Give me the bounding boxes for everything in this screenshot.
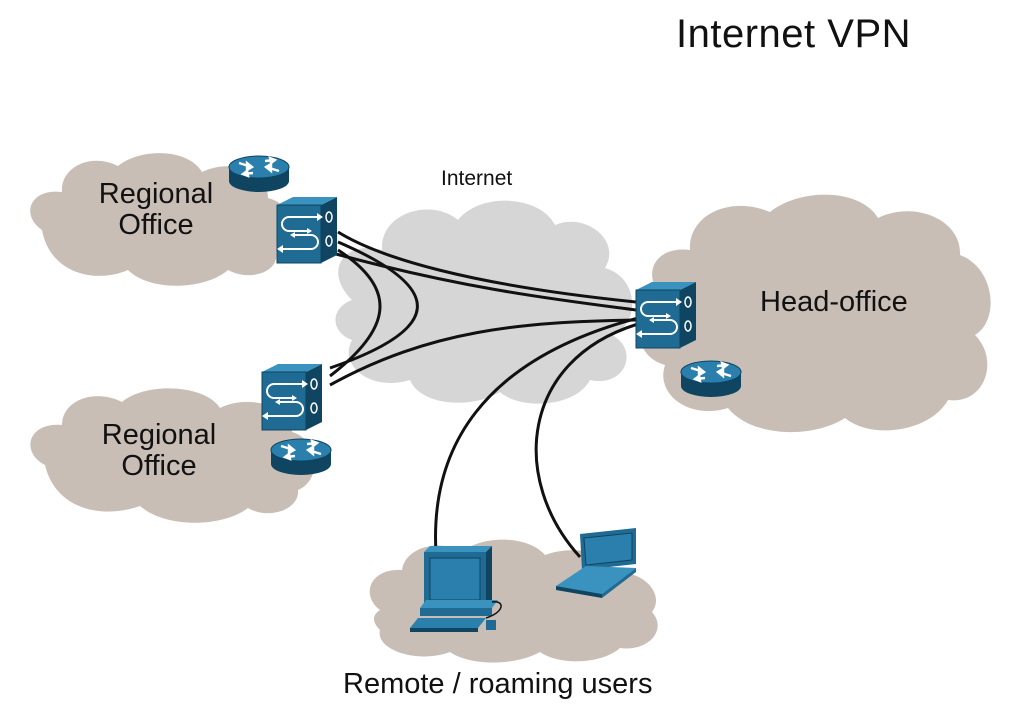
link-regional-top-outer xyxy=(337,230,637,304)
internet-cloud-icon xyxy=(335,200,633,404)
regional-office-bottom-label-line1: Regional xyxy=(101,419,217,451)
regional-office-bottom-label-line2: Office xyxy=(121,450,197,482)
regional-office-top-router-icon xyxy=(227,154,291,194)
link-regional-bottom-outer xyxy=(329,318,637,387)
remote-users-label: Remote / roaming users xyxy=(343,668,653,700)
regional-office-top-firewall-icon xyxy=(276,196,338,264)
regional-office-bottom-cloud-icon xyxy=(30,388,315,523)
regional-office-bottom-router-icon xyxy=(269,437,333,477)
regional-office-top-cloud-icon xyxy=(30,153,292,286)
head-office-label: Head-office xyxy=(760,286,908,318)
regional-office-bottom-firewall-icon xyxy=(261,363,323,431)
internet-label: Internet xyxy=(441,167,513,190)
laptop-icon xyxy=(556,528,636,598)
link-regional-bottom-inner xyxy=(329,248,382,378)
desktop-computer-icon xyxy=(410,546,502,632)
head-office-router-icon xyxy=(679,359,743,399)
link-regional-top-inner xyxy=(329,240,419,370)
regional-office-bottom-label: Regional Office xyxy=(84,420,234,482)
link-laptop xyxy=(534,322,639,559)
head-office-firewall-icon xyxy=(635,281,697,349)
regional-office-top-label: Regional Office xyxy=(81,179,231,241)
regional-office-top-label-line2: Office xyxy=(118,209,194,241)
link-desktop xyxy=(434,316,639,554)
regional-office-top-label-line1: Regional xyxy=(98,178,214,210)
link-headoffice-internet xyxy=(335,252,637,312)
diagram-title: Internet VPN xyxy=(676,12,912,56)
vpn-links xyxy=(329,230,639,559)
